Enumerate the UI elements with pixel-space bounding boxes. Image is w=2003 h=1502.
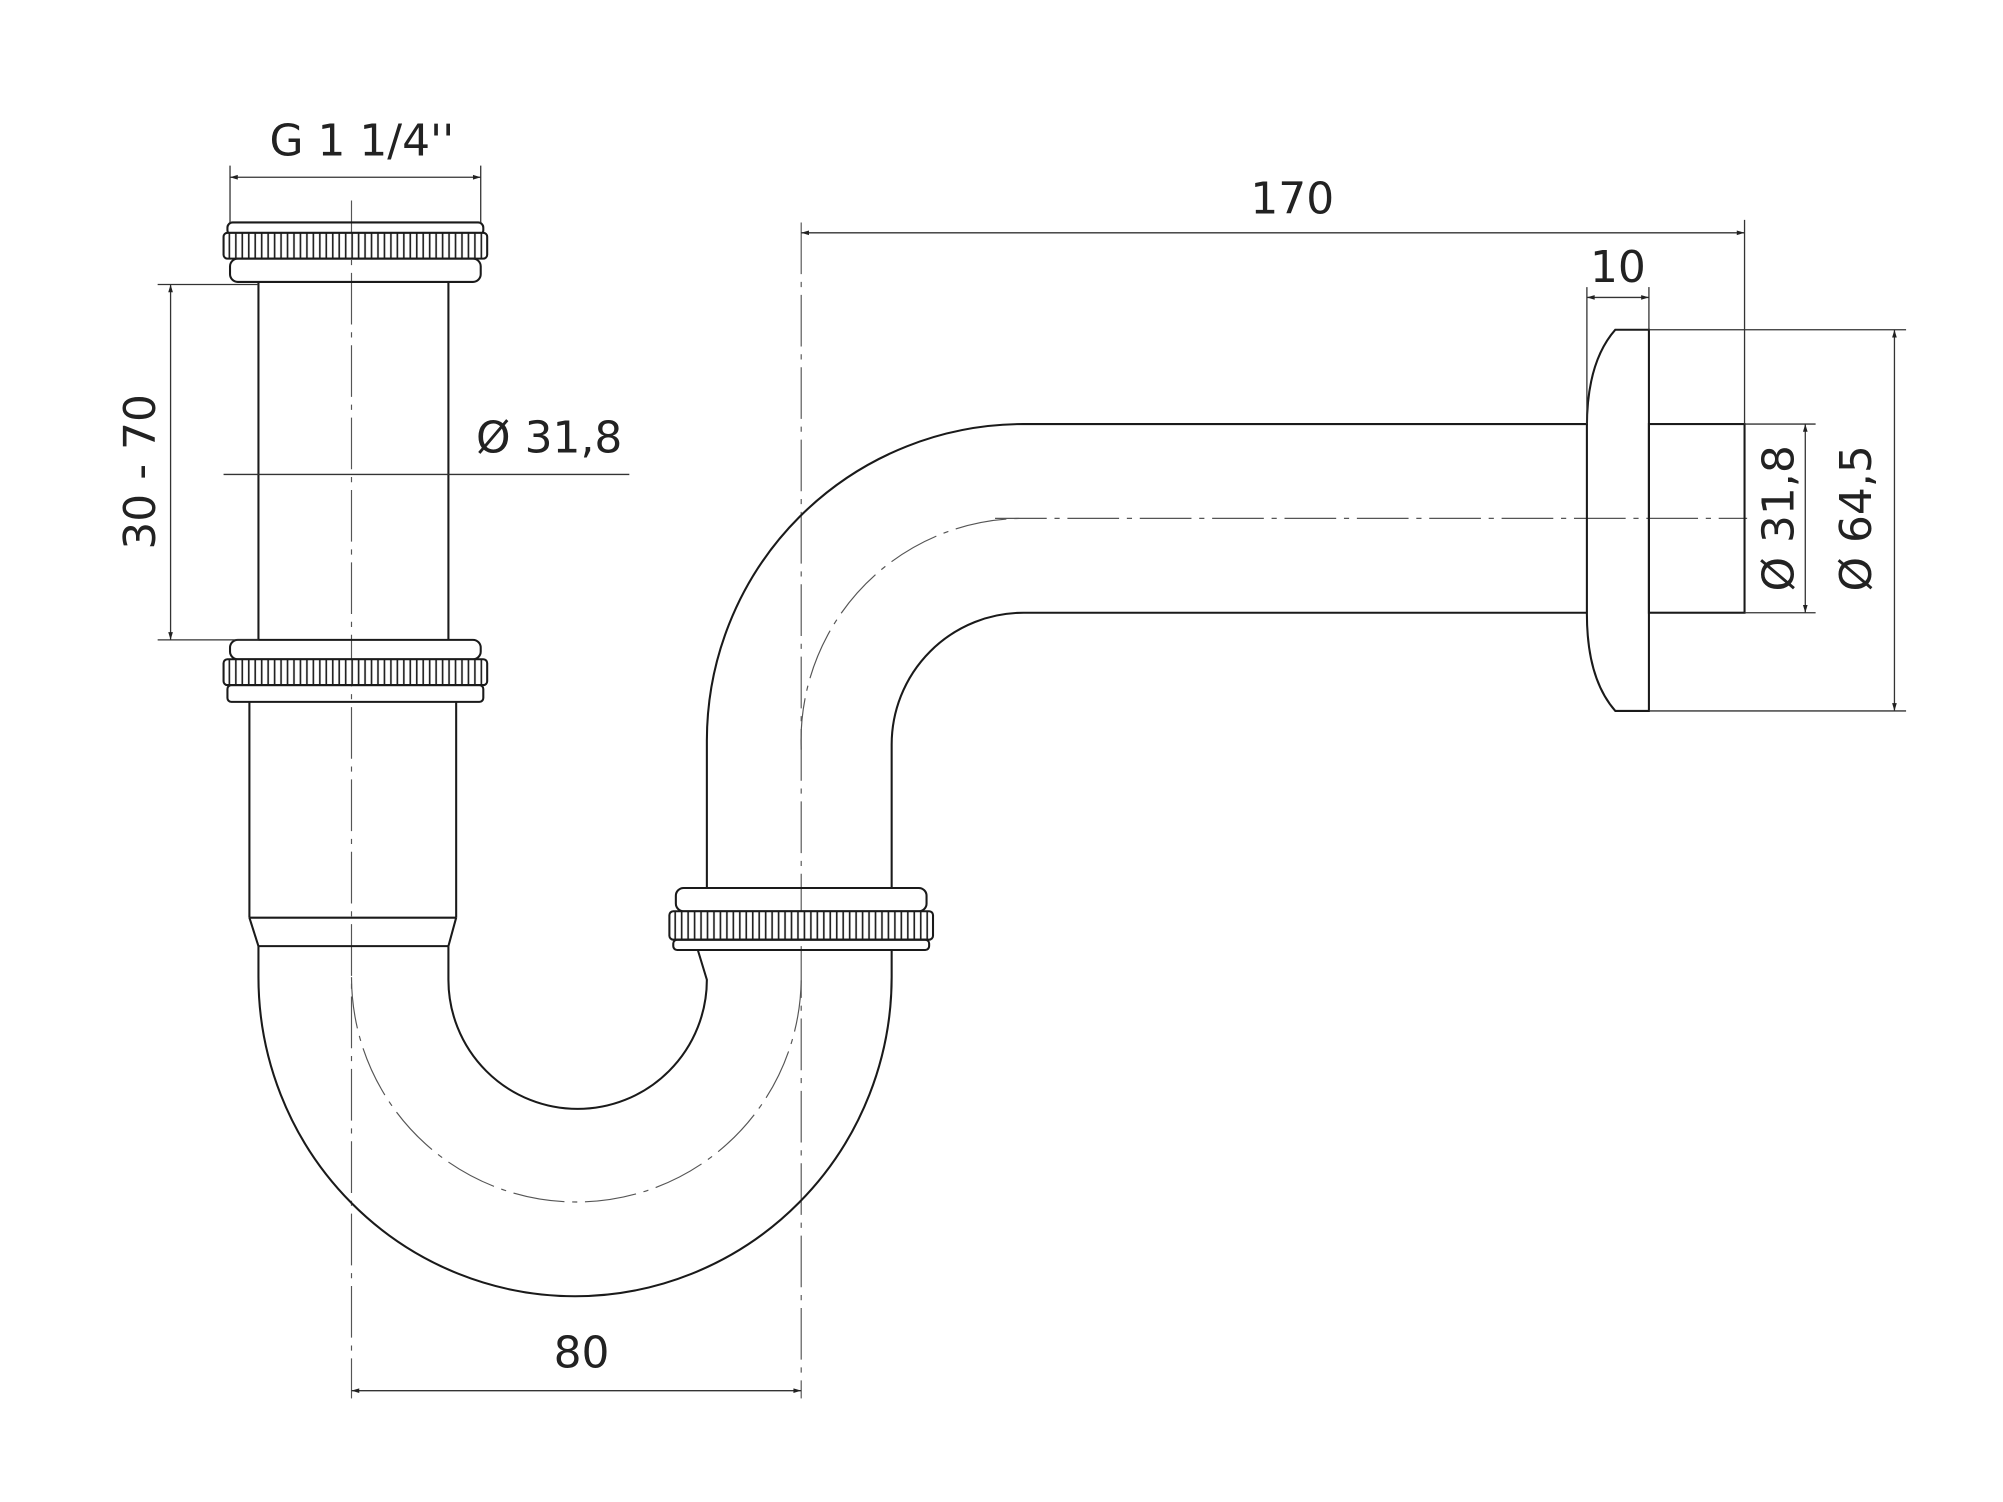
dimension-length: 170 xyxy=(801,173,1746,425)
dim-pipe-diameter-label: Ø 31,8 xyxy=(476,412,622,463)
dim-outlet-diameter-label: Ø 31,8 xyxy=(1754,445,1805,591)
dim-height-label: 30 - 70 xyxy=(115,394,166,550)
dimension-flange-diameter: Ø 64,5 xyxy=(1648,329,1907,712)
dimension-offset: 80 xyxy=(351,1327,802,1393)
dim-flange-diameter-label: Ø 64,5 xyxy=(1831,445,1882,591)
dimension-flange-thickness: 10 xyxy=(1586,242,1650,425)
u-bend xyxy=(248,701,893,1298)
middle-nut xyxy=(222,638,489,703)
top-nut xyxy=(222,221,489,283)
outlet-arm xyxy=(705,423,1587,888)
wall-flange xyxy=(1585,328,1746,712)
centerlines xyxy=(350,200,1748,1399)
dimension-outlet-diameter: Ø 31,8 xyxy=(1744,423,1816,614)
dim-thickness-label: 10 xyxy=(1590,242,1646,293)
dim-thread-label: G 1 1/4'' xyxy=(269,115,454,166)
right-nut xyxy=(668,886,935,952)
upper-tube xyxy=(257,281,450,640)
dimension-thread: G 1 1/4'' xyxy=(229,115,482,223)
dimension-height-range: 30 - 70 xyxy=(115,283,259,641)
dim-length-label: 170 xyxy=(1250,173,1334,224)
dim-offset-label: 80 xyxy=(554,1327,610,1378)
dimension-pipe-diameter: Ø 31,8 xyxy=(223,412,630,476)
